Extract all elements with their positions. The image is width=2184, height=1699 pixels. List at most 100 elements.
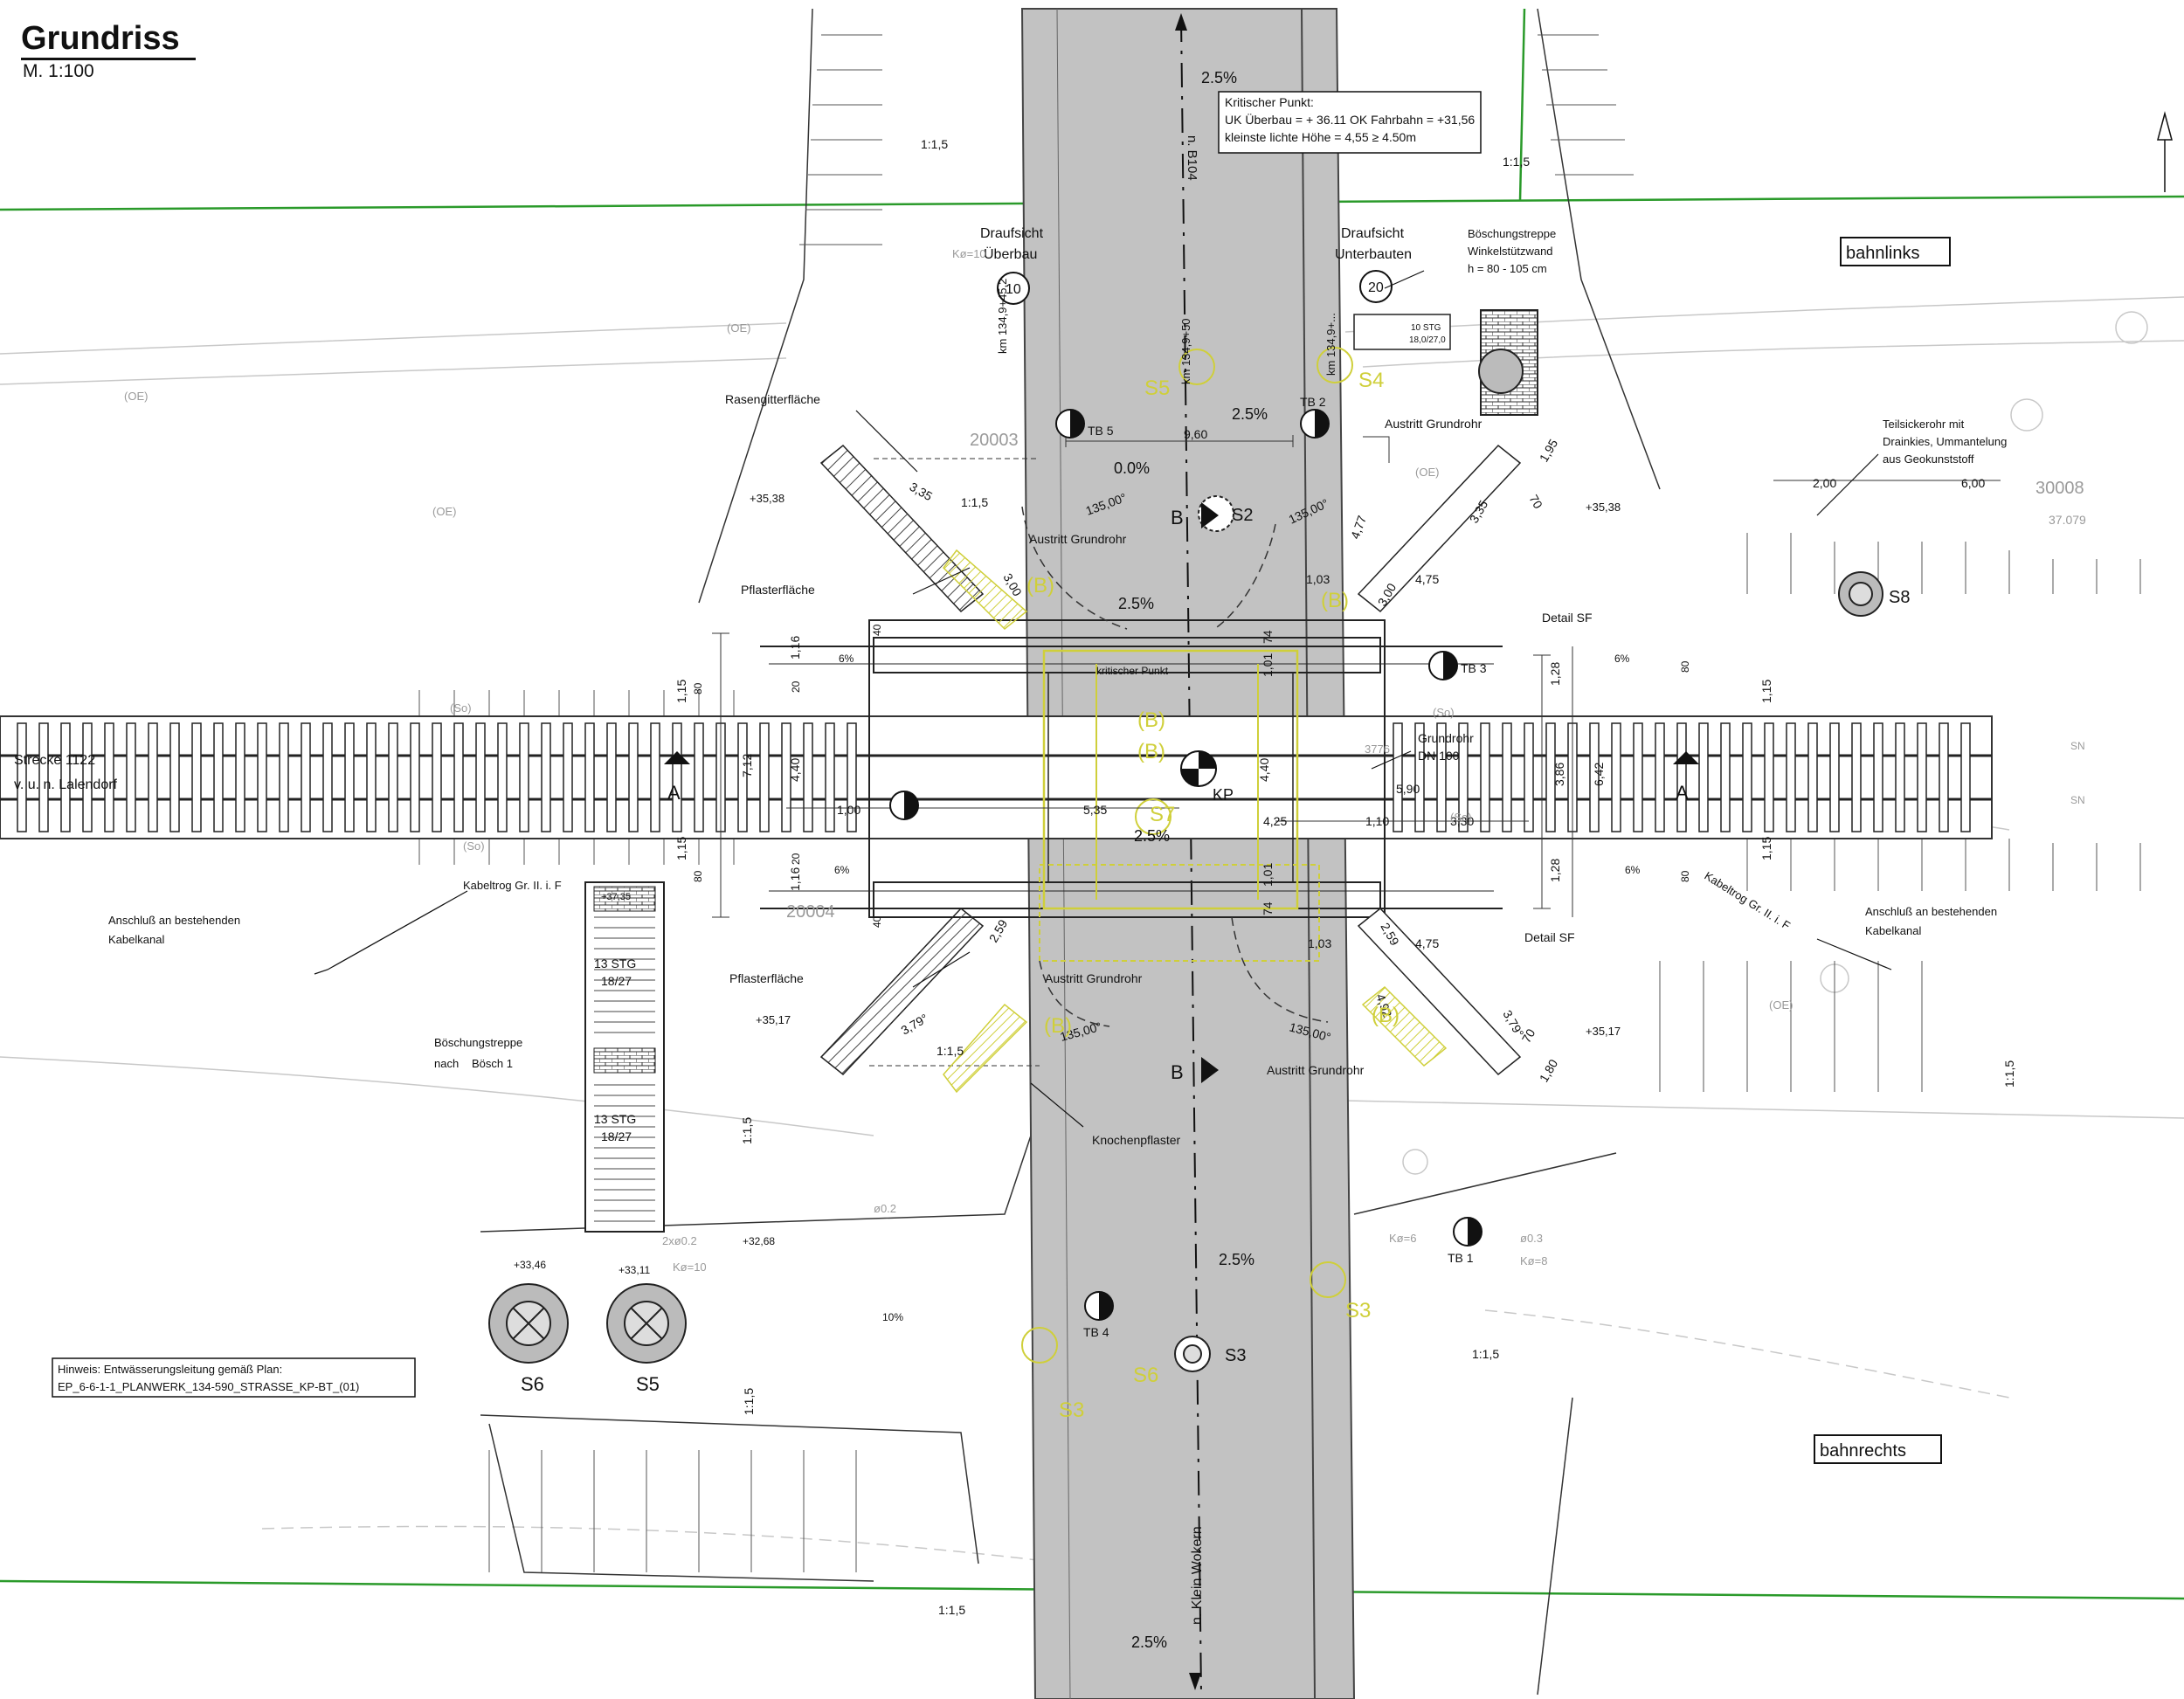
track-sleeper: [1917, 722, 1927, 832]
label-anschluss-right-1: Anschluß an bestehenden: [1865, 905, 1997, 918]
dim-80-left-top: 80: [692, 682, 704, 694]
hinweis-box: [52, 1357, 416, 1398]
grey-oe-5: (OE): [1769, 998, 1793, 1012]
track-sleeper: [475, 722, 486, 832]
dim-115-right-top: 1,15: [1759, 680, 1773, 703]
slope-center: 2.5%: [1134, 827, 1170, 845]
track-sleeper: [803, 722, 813, 832]
critical-point-line2: kleinste lichte Höhe = 4,55 ≥ 4.50m: [1225, 130, 1416, 144]
test-bore-fill: [1070, 410, 1084, 438]
track-sleeper: [1393, 722, 1403, 832]
pct-6-top-left: 6%: [839, 653, 854, 665]
dim-440-right: 4,40: [1257, 758, 1271, 782]
yel-s6: S6: [1133, 1364, 1158, 1387]
track-sleeper: [82, 722, 93, 832]
critical-point-box: [1218, 91, 1482, 154]
track-sleeper: [1895, 722, 1905, 832]
yel-b-bottom-right: (B): [1372, 1004, 1400, 1027]
dim-70-bottom: 70: [1519, 1026, 1538, 1046]
grey-3776: 3776: [1365, 742, 1390, 756]
pct-6-top-right: 6%: [1614, 653, 1630, 665]
critical-point-heading: Kritischer Punkt:: [1225, 95, 1314, 109]
grey-oe-1: (OE): [124, 390, 148, 403]
track-sleeper: [60, 722, 71, 832]
section-a-left: A: [667, 782, 681, 804]
grey-so-4: (So): [1450, 811, 1472, 824]
label-stg-bottom: 13 STG: [594, 1112, 636, 1126]
ratio-9: 1:1,5: [2002, 1060, 2016, 1088]
grey-ko6: Kø=6: [1389, 1232, 1416, 1245]
view-right-title1: Draufsicht: [1341, 226, 1405, 241]
track-sleeper: [1939, 722, 1949, 832]
bahnrechts-box: [1814, 1434, 1942, 1464]
slope-lower: 2.5%: [1219, 1251, 1254, 1268]
elev-3517-right: +35,17: [1586, 1025, 1621, 1038]
test-bore-fill: [1099, 1292, 1113, 1320]
dim-386: 3,86: [1552, 763, 1566, 786]
yel-b-bottom-left: (B): [1044, 1014, 1072, 1038]
dim-40-top: 40: [871, 624, 883, 636]
track-sleeper: [279, 722, 289, 832]
track-sleeper: [126, 722, 136, 832]
ratio-5: 1:1,5: [1472, 1347, 1499, 1361]
elev-3538-right: +35,38: [1586, 501, 1621, 514]
track-sleeper: [148, 722, 158, 832]
dim-103-bottom: 1,03: [1308, 936, 1331, 950]
label-boesch-top-3: h = 80 - 105 cm: [1468, 262, 1547, 275]
label-stg-top: 13 STG: [594, 957, 636, 970]
track-sleeper: [628, 722, 639, 832]
label-detail-sf-bottom: Detail SF: [1524, 930, 1575, 944]
view-left-number: 10: [1006, 282, 1021, 297]
track-sleeper: [388, 722, 398, 832]
label-kabeltrog-left: Kabeltrog Gr. II. i. F: [463, 879, 562, 892]
dim-200: 2,00: [1813, 476, 1836, 490]
page-title: Grundriss: [21, 19, 196, 60]
ratio-7: 1:1,5: [740, 1117, 754, 1144]
track-line-label: Strecke 1122: [14, 753, 95, 768]
label-stg-top-dim: 18/27: [601, 974, 632, 988]
dimension-lines: [712, 435, 2001, 918]
grey-oe-3: (OE): [727, 321, 750, 335]
dim-475-top: 4,75: [1415, 572, 1439, 586]
critical-point-marker: kritischer Punkt: [1096, 665, 1169, 677]
dim-477: 4,77: [1348, 514, 1369, 541]
slope-top: 2.5%: [1201, 69, 1237, 86]
track-sleeper: [1676, 722, 1687, 832]
track-sleeper: [38, 722, 49, 832]
track-sleeper: [169, 722, 180, 832]
track-sleeper: [606, 722, 617, 832]
label-sicker-1: Teilsickerohr mit: [1883, 418, 1965, 431]
label-sicker-2: Drainkies, Ummantelung: [1883, 435, 2007, 448]
label-pflaster-top: Pflasterfläche: [741, 583, 815, 597]
tb2-label: TB 2: [1300, 395, 1326, 409]
dim-101-top: 1,01: [1261, 653, 1275, 677]
road: [1020, 8, 1356, 1699]
tb3-label: TB 3: [1461, 661, 1487, 675]
track-sleeper: [1851, 722, 1862, 832]
test-bore-fill: [904, 791, 918, 819]
hinweis-line2: EP_6-6-1-1_PLANWERK_134-590_STRASSE_KP-B…: [58, 1380, 359, 1393]
pct-10: 10%: [882, 1311, 903, 1323]
track-sleeper: [344, 722, 355, 832]
test-bore-fill: [1443, 652, 1457, 680]
dim-40-bottom: 40: [871, 915, 883, 928]
grey-so-1: (So): [450, 701, 472, 715]
track-sleeper: [1873, 722, 1883, 832]
label-austritt-tr: Austritt Grundrohr: [1385, 417, 1482, 431]
dim-180: 1,80: [1537, 1057, 1561, 1085]
s6-label: S6: [521, 1373, 544, 1395]
slope-upper: 2.5%: [1232, 405, 1268, 423]
dim-80-right-top: 80: [1679, 660, 1691, 673]
track-sleeper: [432, 722, 442, 832]
dim-80-right-bottom: 80: [1679, 870, 1691, 882]
s5-label: S5: [636, 1373, 660, 1395]
railway-track: [0, 715, 1993, 839]
dim-330: 3,30: [1450, 814, 1474, 828]
label-knochenpflaster: Knochenpflaster: [1092, 1133, 1181, 1147]
track-sleeper: [213, 722, 224, 832]
s3-label: S3: [1225, 1346, 1246, 1365]
grey-oe-2: (OE): [432, 505, 456, 518]
track-sleeper: [1698, 722, 1709, 832]
grey-ko10-top: Kø=10: [952, 247, 986, 260]
